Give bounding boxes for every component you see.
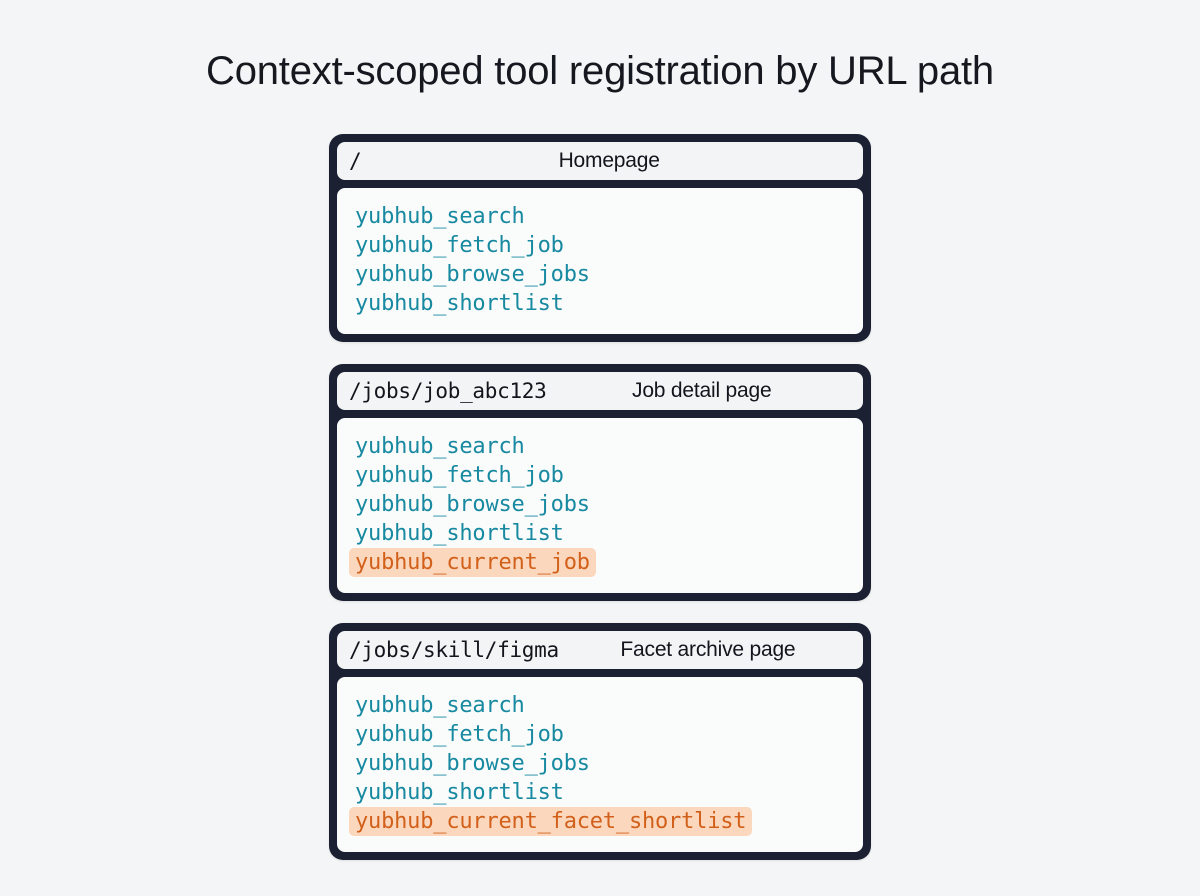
tool-item: yubhub_browse_jobs (355, 262, 590, 287)
tool-list: yubhub_search yubhub_fetch_job yubhub_brow… (349, 432, 851, 577)
card-page-label: Homepage (558, 149, 660, 172)
card-page-label: Facet archive page (620, 638, 796, 661)
tool-item: yubhub_browse_jobs (355, 751, 590, 776)
context-card: /jobs/job_abc123 Job detail page yubhub_se… (329, 364, 871, 601)
tool-item: yubhub_shortlist (355, 291, 564, 316)
card-url-path: /jobs/skill/figma (349, 638, 559, 662)
tool-item: yubhub_fetch_job (355, 233, 564, 258)
tool-item: yubhub_fetch_job (355, 463, 564, 488)
card-body: yubhub_search yubhub_fetch_job yubhub_brow… (337, 188, 863, 334)
tool-item: yubhub_fetch_job (355, 722, 564, 747)
card-header: /jobs/job_abc123 Job detail page (337, 372, 863, 410)
tool-item-highlighted: yubhub_current_job (349, 548, 596, 577)
tool-item: yubhub_browse_jobs (355, 492, 590, 517)
page-title: Context-scoped tool registration by URL … (206, 49, 994, 93)
card-header: /jobs/skill/figma Facet archive page (337, 631, 863, 669)
card-body: yubhub_search yubhub_fetch_job yubhub_brow… (337, 418, 863, 593)
tool-item: yubhub_shortlist (355, 780, 564, 805)
card-url-path: / (349, 149, 362, 173)
card-header: / Homepage (337, 142, 863, 180)
tool-item: yubhub_search (355, 434, 525, 459)
tool-item: yubhub_search (355, 693, 525, 718)
card-page-label: Job detail page (632, 379, 772, 402)
card-body: yubhub_search yubhub_fetch_job yubhub_brow… (337, 677, 863, 852)
tool-item: yubhub_shortlist (355, 521, 564, 546)
tool-list: yubhub_search yubhub_fetch_job yubhub_brow… (349, 691, 851, 836)
tool-list: yubhub_search yubhub_fetch_job yubhub_brow… (349, 202, 851, 318)
tool-item-highlighted: yubhub_current_facet_shortlist (349, 807, 753, 836)
tool-item: yubhub_search (355, 204, 525, 229)
card-url-path: /jobs/job_abc123 (349, 379, 547, 403)
context-card: /jobs/skill/figma Facet archive page yubhu… (329, 623, 871, 860)
